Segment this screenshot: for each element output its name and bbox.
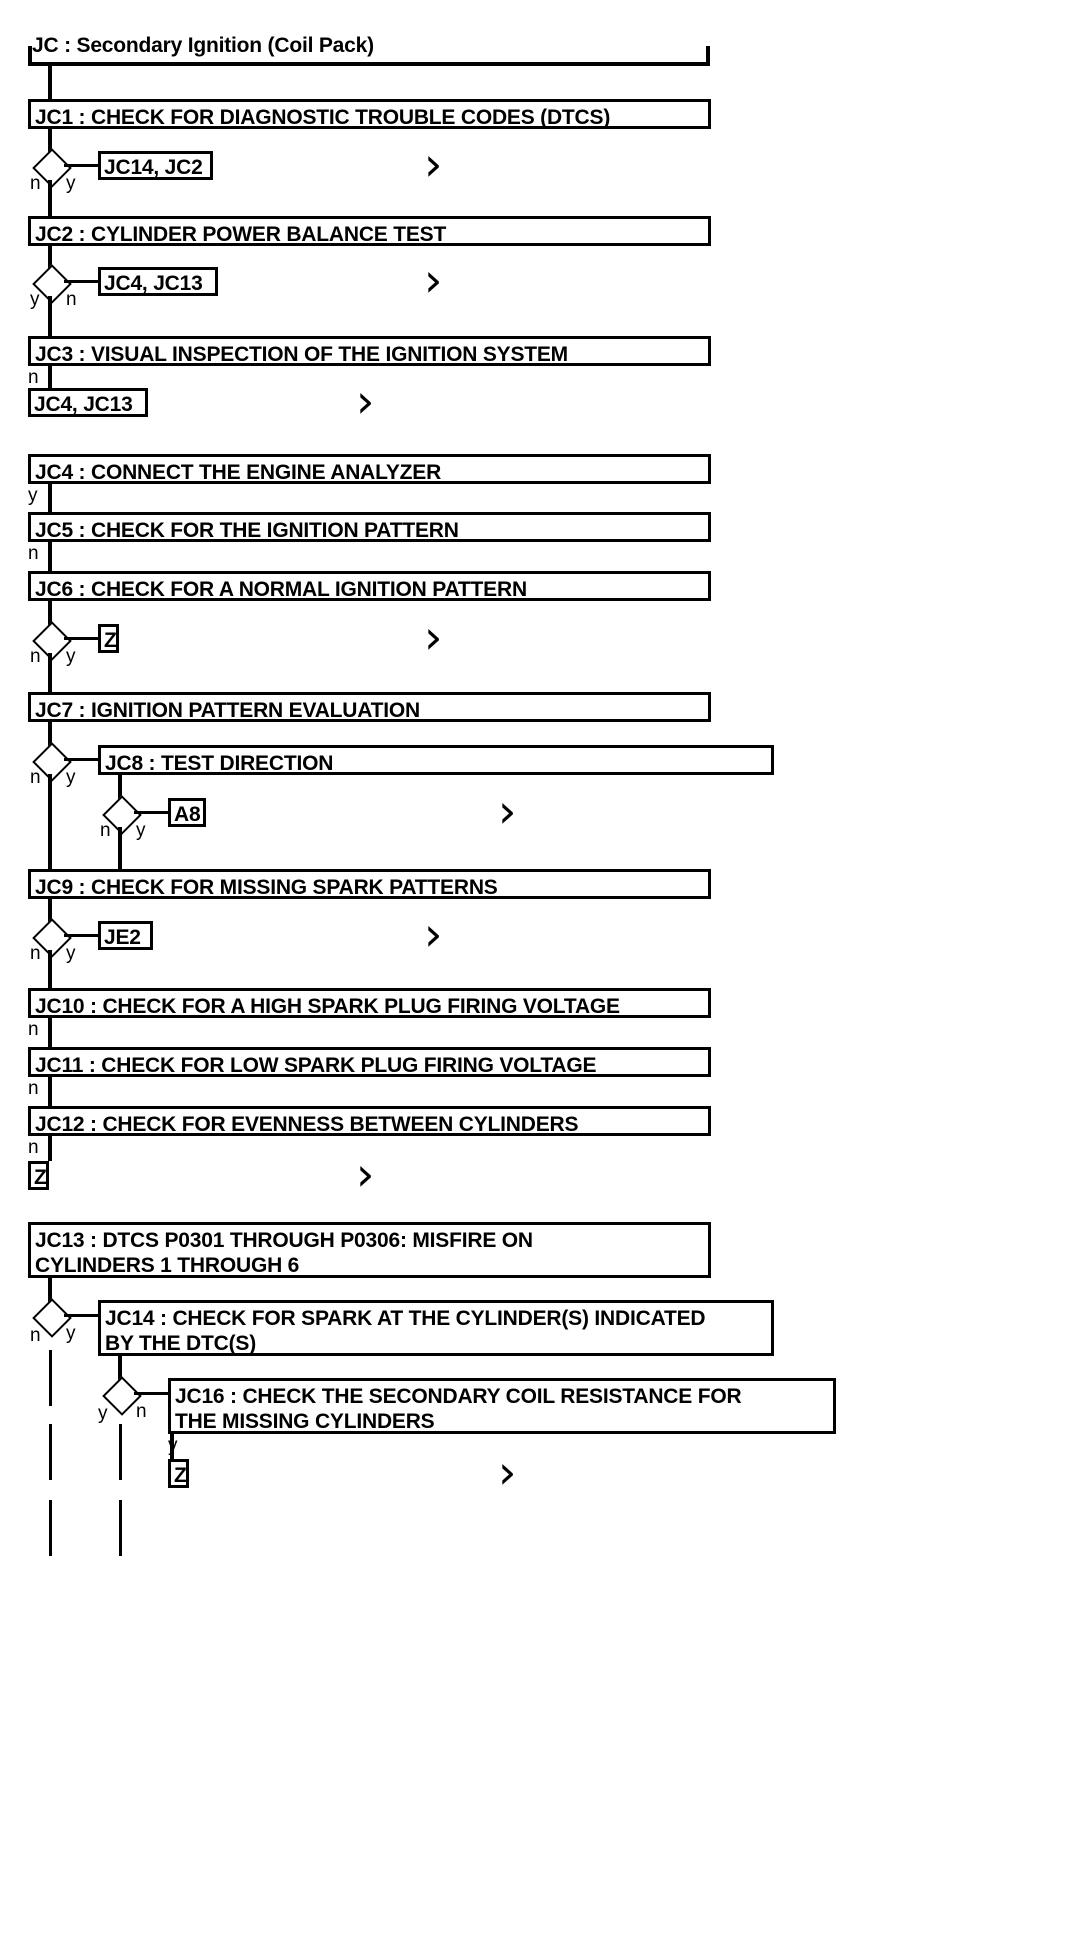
- step-jc4[interactable]: JC4 : CONNECT THE ENGINE ANALYZER: [28, 454, 711, 484]
- connector-title-to-jc1: [48, 66, 52, 99]
- chevron-pointer-4: ›: [424, 610, 443, 664]
- chevron-pointer-8: ›: [498, 1445, 517, 1499]
- connector-d7-n-seg2: [49, 1424, 52, 1480]
- jump-box-z-2[interactable]: Z: [28, 1161, 49, 1190]
- step-jc9[interactable]: JC9 : CHECK FOR MISSING SPARK PATTERNS: [28, 869, 711, 899]
- branch-label-d8-y: y: [98, 1403, 108, 1424]
- branch-label-jc5-n: n: [28, 543, 39, 564]
- connector-d3-to-jumpz1: [64, 637, 100, 640]
- jump-box-jc4-jc13-a[interactable]: JC4, JC13: [98, 267, 218, 296]
- connector-d8-to-jc16: [134, 1392, 170, 1395]
- jump-box-je2[interactable]: JE2: [98, 921, 153, 950]
- step-jc11[interactable]: JC11 : CHECK FOR LOW SPARK PLUG FIRING V…: [28, 1047, 711, 1077]
- connector-jc4-to-jc5: [48, 484, 52, 512]
- connector-jc6-to-d3: [48, 601, 52, 627]
- step-jc16[interactable]: JC16 : CHECK THE SECONDARY COIL RESISTAN…: [168, 1378, 836, 1434]
- connector-jc5-to-jc6: [48, 542, 52, 571]
- branch-label-d6-y: y: [66, 943, 76, 964]
- jump-box-jc14-jc2[interactable]: JC14, JC2: [98, 151, 213, 180]
- jump-box-jc4-jc13-b[interactable]: JC4, JC13: [28, 388, 148, 417]
- branch-label-d1-y: y: [66, 173, 76, 194]
- connector-d5-to-jump-a8: [134, 811, 170, 814]
- branch-label-d3-y: y: [66, 646, 76, 667]
- connector-jc9-to-d6: [48, 899, 52, 924]
- connector-d8-y-seg1: [119, 1424, 122, 1480]
- step-jc3[interactable]: JC3 : VISUAL INSPECTION OF THE IGNITION …: [28, 336, 711, 366]
- step-jc10[interactable]: JC10 : CHECK FOR A HIGH SPARK PLUG FIRIN…: [28, 988, 711, 1018]
- step-jc2[interactable]: JC2 : CYLINDER POWER BALANCE TEST: [28, 216, 711, 246]
- branch-label-d5-n: n: [100, 820, 111, 841]
- step-jc5[interactable]: JC5 : CHECK FOR THE IGNITION PATTERN: [28, 512, 711, 542]
- branch-label-jc11-n: n: [28, 1078, 39, 1099]
- chevron-pointer-3: ›: [356, 374, 375, 428]
- connector-jc13-to-d7: [48, 1278, 52, 1304]
- jump-box-z-1[interactable]: Z: [98, 624, 119, 653]
- flowchart-title-bar: JC : Secondary Ignition (Coil Pack): [28, 32, 710, 66]
- page-title: JC : Secondary Ignition (Coil Pack): [32, 34, 374, 57]
- branch-label-d7-n: n: [30, 1325, 41, 1346]
- step-jc13[interactable]: JC13 : DTCS P0301 THROUGH P0306: MISFIRE…: [28, 1222, 711, 1278]
- step-jc8[interactable]: JC8 : TEST DIRECTION: [98, 745, 774, 775]
- connector-d8-y-seg2: [119, 1500, 122, 1556]
- connector-jc12-to-jumpz2: [48, 1136, 52, 1161]
- chevron-pointer-7: ›: [356, 1147, 375, 1201]
- connector-jc14-to-d8: [118, 1356, 122, 1382]
- chevron-pointer-1: ›: [424, 137, 443, 191]
- connector-jc3-to-jump3: [48, 366, 52, 388]
- connector-d5-n-down: [118, 827, 122, 870]
- step-jc14[interactable]: JC14 : CHECK FOR SPARK AT THE CYLINDER(S…: [98, 1300, 774, 1356]
- title-left-tick: [28, 46, 32, 66]
- chevron-pointer-6: ›: [424, 907, 443, 961]
- jump-box-a8[interactable]: A8: [168, 798, 206, 827]
- branch-label-jc10-n: n: [28, 1019, 39, 1040]
- branch-label-d2-y: y: [30, 289, 40, 310]
- title-right-tick: [706, 46, 710, 66]
- connector-d7-to-jc14: [64, 1314, 100, 1317]
- connector-d2-to-jump2: [64, 280, 100, 283]
- connector-d3-to-jc7: [48, 653, 52, 692]
- connector-d4-n-down: [48, 774, 52, 870]
- branch-label-jc16-y: y: [168, 1435, 178, 1456]
- connector-d1-to-jump1: [64, 164, 100, 167]
- connector-d1-to-jc2: [48, 180, 52, 216]
- chevron-pointer-5: ›: [498, 784, 517, 838]
- branch-label-d2-n: n: [66, 289, 77, 310]
- connector-d6-to-jc10: [48, 950, 52, 988]
- branch-label-d8-n: n: [136, 1401, 147, 1422]
- connector-jc10-to-jc11: [48, 1018, 52, 1047]
- connector-d4-to-jc8: [64, 758, 100, 761]
- branch-label-jc4-y: y: [28, 485, 38, 506]
- step-jc7[interactable]: JC7 : IGNITION PATTERN EVALUATION: [28, 692, 711, 722]
- connector-jc2-to-d2: [48, 246, 52, 270]
- branch-label-d5-y: y: [136, 820, 146, 841]
- branch-label-d3-n: n: [30, 646, 41, 667]
- step-jc12[interactable]: JC12 : CHECK FOR EVENNESS BETWEEN CYLIND…: [28, 1106, 711, 1136]
- step-jc1[interactable]: JC1 : CHECK FOR DIAGNOSTIC TROUBLE CODES…: [28, 99, 711, 129]
- connector-d2-to-jc3: [48, 296, 52, 336]
- jump-box-z-3[interactable]: Z: [168, 1459, 189, 1488]
- branch-label-d4-n: n: [30, 767, 41, 788]
- connector-d7-n-seg1: [49, 1350, 52, 1406]
- connector-jc7-to-d4: [48, 722, 52, 748]
- branch-label-d1-n: n: [30, 173, 41, 194]
- chevron-pointer-2: ›: [424, 253, 443, 307]
- connector-d7-n-seg3: [49, 1500, 52, 1556]
- branch-label-jc3-n: n: [28, 367, 39, 388]
- branch-label-jc12-n: n: [28, 1137, 39, 1158]
- connector-jc11-to-jc12: [48, 1077, 52, 1106]
- branch-label-d4-y: y: [66, 767, 76, 788]
- connector-jc1-to-d1: [48, 129, 52, 154]
- connector-d6-to-jump-je2: [64, 934, 100, 937]
- connector-jc16-to-jumpz3: [170, 1434, 174, 1459]
- branch-label-d7-y: y: [66, 1323, 76, 1344]
- step-jc6[interactable]: JC6 : CHECK FOR A NORMAL IGNITION PATTER…: [28, 571, 711, 601]
- branch-label-d6-n: n: [30, 943, 41, 964]
- decision-jc14[interactable]: [102, 1376, 142, 1416]
- connector-jc8-to-d5: [118, 775, 122, 801]
